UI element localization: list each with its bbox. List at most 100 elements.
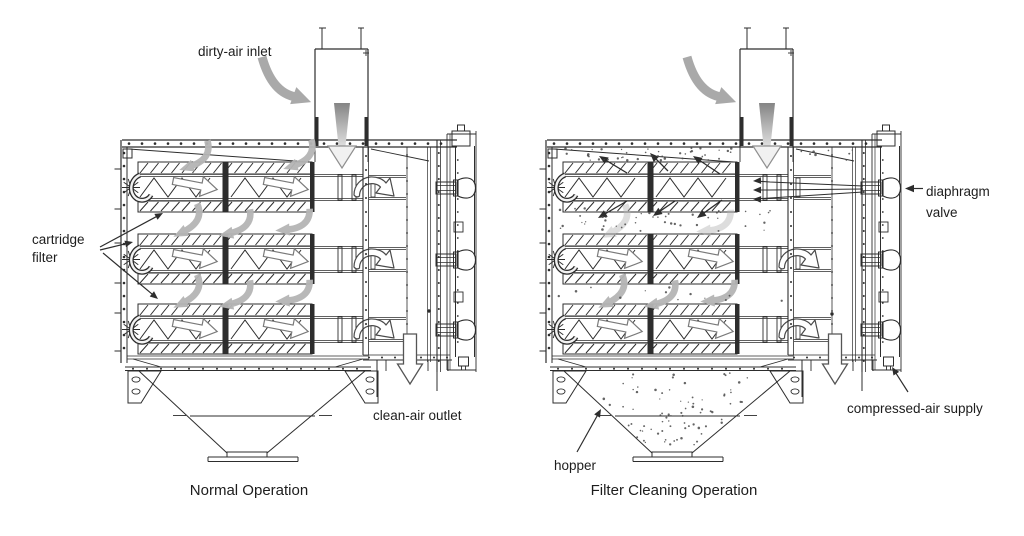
- dust-speck: [723, 373, 726, 376]
- swoosh-head: [218, 226, 235, 239]
- dust-speck: [590, 286, 592, 289]
- dust-speck: [642, 439, 645, 442]
- rivet-dot: [831, 167, 833, 169]
- air-supply-stub: [886, 365, 891, 371]
- rivet-dot: [437, 282, 440, 284]
- flow-swoosh-arrow-icon: [696, 209, 734, 237]
- dust-speck: [603, 158, 605, 161]
- hatch-line: [711, 234, 721, 246]
- rivet-dot: [202, 367, 204, 370]
- pleat-zigzag: [230, 319, 302, 340]
- hatch-line: [171, 162, 180, 174]
- dust-speck: [643, 425, 646, 428]
- hatch-line: [711, 343, 721, 354]
- rivet-dot: [790, 253, 792, 255]
- hatch-line: [638, 162, 647, 174]
- bracket-hole: [790, 376, 800, 383]
- label-hopper: hopper: [554, 458, 597, 473]
- hatch-line: [297, 343, 306, 354]
- dust-speck: [608, 403, 611, 407]
- dust-speck: [632, 373, 635, 376]
- pleat-zigzag: [564, 249, 636, 270]
- dust-speck: [561, 224, 564, 228]
- dust-speck: [668, 389, 671, 391]
- hatch-line: [213, 162, 222, 174]
- rivet-dot: [394, 356, 396, 359]
- dust-speck: [746, 377, 749, 379]
- pulse-line: [755, 188, 864, 191]
- rivet-dot: [365, 155, 367, 157]
- rivet-dot: [591, 142, 595, 145]
- rivet-dot: [881, 289, 884, 291]
- rivet-dot: [314, 367, 316, 370]
- hatch-line: [585, 343, 595, 354]
- dust-speck: [723, 394, 726, 397]
- rivet-dot: [365, 309, 367, 311]
- rivet-dot: [456, 224, 459, 226]
- dust-speck: [621, 156, 623, 159]
- hatch-line: [265, 234, 275, 246]
- rivet-dot: [862, 295, 865, 297]
- valve-pipe: [860, 323, 882, 337]
- rivet-dot: [862, 165, 865, 167]
- hatch-line: [255, 234, 264, 246]
- dust-speck: [690, 147, 693, 150]
- airflow-right-arrow-icon: [687, 317, 735, 340]
- label-compressed-air-supply: compressed-air supply: [847, 401, 983, 416]
- dust-speck: [664, 441, 666, 443]
- dust-speck: [659, 159, 663, 162]
- dust-speck: [600, 148, 603, 151]
- filter-cleaning-diagram: [539, 27, 902, 462]
- dust-speck: [684, 427, 687, 430]
- rivet-dot: [790, 155, 792, 157]
- j-pipe-inner: [130, 315, 153, 344]
- rivet-dot: [437, 243, 440, 245]
- hatch-line: [150, 162, 159, 174]
- hatch-line: [255, 201, 264, 212]
- rivet-dot: [257, 142, 261, 145]
- rivet-dot: [790, 295, 792, 297]
- hatch-line: [171, 273, 180, 284]
- dust-speck: [707, 216, 710, 219]
- hatch-line: [701, 234, 710, 246]
- dust-speck: [696, 440, 699, 443]
- hopper-slope: [266, 370, 366, 454]
- pleat-zigzag: [564, 319, 636, 340]
- hatch-line: [701, 273, 710, 284]
- hatch-line: [234, 304, 243, 316]
- hatch-line: [627, 273, 637, 284]
- normal-operation-diagram: [114, 27, 477, 462]
- hatch-line: [192, 304, 201, 316]
- pleat-zigzag: [564, 177, 636, 198]
- dust-speck: [701, 155, 704, 158]
- rivet-dot: [132, 367, 134, 370]
- rivet-dot: [790, 169, 792, 171]
- dust-speck: [644, 290, 646, 292]
- inlet-down-arrow-head: [751, 145, 783, 170]
- dust-speck: [625, 151, 628, 154]
- dust-speck: [620, 148, 623, 151]
- connector-plate: [762, 316, 768, 343]
- rivet-dot: [812, 142, 816, 145]
- rivet-dot: [547, 177, 551, 181]
- dust-speck: [579, 214, 582, 217]
- rivet-dot: [365, 323, 367, 325]
- dust-speck: [677, 298, 679, 301]
- dust-speck: [699, 411, 702, 414]
- rivet-dot: [790, 267, 792, 269]
- rivet-dot: [747, 142, 751, 145]
- dust-speck: [663, 221, 667, 224]
- hatch-line: [150, 304, 159, 316]
- rivet-dot: [599, 367, 601, 370]
- line: [132, 358, 162, 368]
- hatch-line: [701, 343, 710, 354]
- swoosh-head: [173, 224, 189, 237]
- pleat-zigzag: [655, 177, 727, 198]
- flow-swoosh-arrow-icon: [218, 279, 254, 310]
- dust-speck: [631, 377, 633, 379]
- clean-air-curl-arrow-icon: [353, 248, 395, 270]
- hatch-line: [690, 273, 700, 284]
- dirty-air-swoosh-icon: [682, 55, 723, 102]
- dust-speck: [728, 372, 731, 374]
- hatch-line: [585, 201, 595, 212]
